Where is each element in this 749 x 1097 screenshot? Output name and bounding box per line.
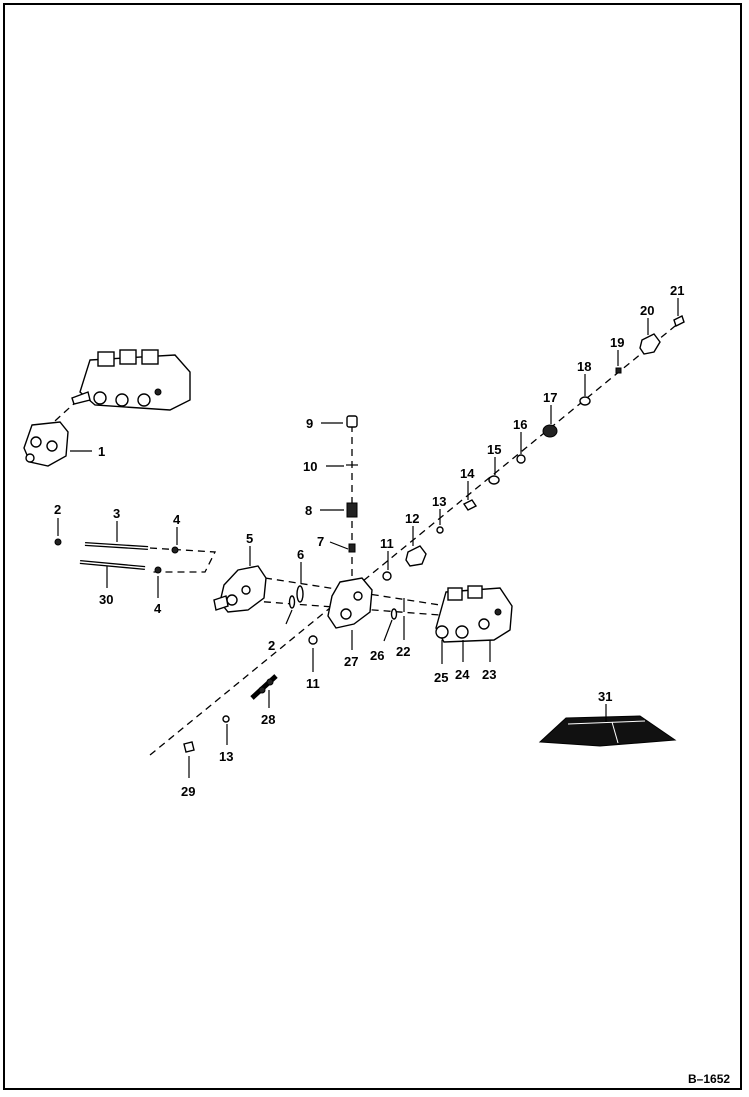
inlet-section-1 xyxy=(23,421,69,467)
callout-4b: 4 xyxy=(154,601,162,616)
callout-23: 23 xyxy=(482,667,496,682)
o-ring-2b xyxy=(288,595,296,609)
callout-2: 2 xyxy=(54,502,61,517)
figure-reference: B–1652 xyxy=(688,1072,730,1086)
seal-kit-31-edge xyxy=(567,720,646,725)
callout-30: 30 xyxy=(99,592,113,607)
callout-26: 26 xyxy=(370,648,384,663)
leader-26 xyxy=(383,619,393,642)
outlet-section-assembly xyxy=(435,585,513,643)
callout-15: 15 xyxy=(487,442,501,457)
callout-13b: 13 xyxy=(219,749,233,764)
callout-6: 6 xyxy=(297,547,304,562)
callout-21: 21 xyxy=(670,283,684,298)
callout-5: 5 xyxy=(246,531,253,546)
cap-20 xyxy=(639,333,661,355)
seal-kit-31 xyxy=(538,715,677,747)
callout-14: 14 xyxy=(460,466,475,481)
callout-11a: 11 xyxy=(380,536,394,551)
callout-10: 10 xyxy=(303,459,317,474)
callout-25: 25 xyxy=(434,670,448,685)
cap-21 xyxy=(673,315,685,327)
o-ring-26 xyxy=(390,608,398,620)
o-ring-11-upper xyxy=(382,571,392,581)
callout-3: 3 xyxy=(113,506,120,521)
callout-11b: 11 xyxy=(306,676,320,691)
o-ring-13-upper xyxy=(436,526,444,534)
callout-20: 20 xyxy=(640,303,654,318)
callout-22: 22 xyxy=(396,644,410,659)
o-ring-11-lower xyxy=(308,635,318,645)
spring-17 xyxy=(542,424,558,438)
callout-28: 28 xyxy=(261,712,275,727)
callout-1: 1 xyxy=(98,444,105,459)
o-ring-6 xyxy=(296,585,304,603)
callout-2b: 2 xyxy=(268,638,275,653)
callout-16: 16 xyxy=(513,417,527,432)
seal-kit-31-fold xyxy=(611,721,619,744)
leader-7 xyxy=(329,541,349,550)
inlet-section-5 xyxy=(213,565,267,613)
spring-8 xyxy=(346,502,358,518)
callout-31: 31 xyxy=(598,689,612,704)
callout-8: 8 xyxy=(305,503,312,518)
callout-18: 18 xyxy=(577,359,591,374)
callout-24: 24 xyxy=(455,667,470,682)
callout-19: 19 xyxy=(610,335,624,350)
callout-27: 27 xyxy=(344,654,358,669)
callout-29: 29 xyxy=(181,784,195,799)
poppet-19 xyxy=(615,367,622,374)
plug-9 xyxy=(346,415,358,428)
nut-2 xyxy=(54,538,62,546)
control-valve-assembly-top xyxy=(71,349,191,411)
plug-29 xyxy=(183,741,195,753)
work-section-27 xyxy=(327,577,373,629)
o-ring-13-lower xyxy=(222,715,230,723)
callout-9: 9 xyxy=(306,416,313,431)
adjusting-screw-14 xyxy=(462,499,478,511)
o-ring-16 xyxy=(516,454,526,464)
relief-valve-12 xyxy=(405,545,427,567)
assembly-axis-main xyxy=(149,321,681,756)
callout-7: 7 xyxy=(317,534,324,549)
callout-12: 12 xyxy=(405,511,419,526)
seat-18 xyxy=(579,396,591,406)
callout-17: 17 xyxy=(543,390,557,405)
tie-rod-30 xyxy=(79,560,146,570)
leader-2b xyxy=(285,609,293,625)
callout-13a: 13 xyxy=(432,494,446,509)
poppet-7 xyxy=(348,543,356,553)
assembly-axis-tierods xyxy=(149,547,217,573)
spool-28 xyxy=(250,674,278,700)
nut-15 xyxy=(488,475,500,485)
callout-4a: 4 xyxy=(173,512,181,527)
nut-4-lower xyxy=(154,566,162,574)
tie-rod-3 xyxy=(84,542,149,550)
nut-4-upper xyxy=(171,546,179,554)
